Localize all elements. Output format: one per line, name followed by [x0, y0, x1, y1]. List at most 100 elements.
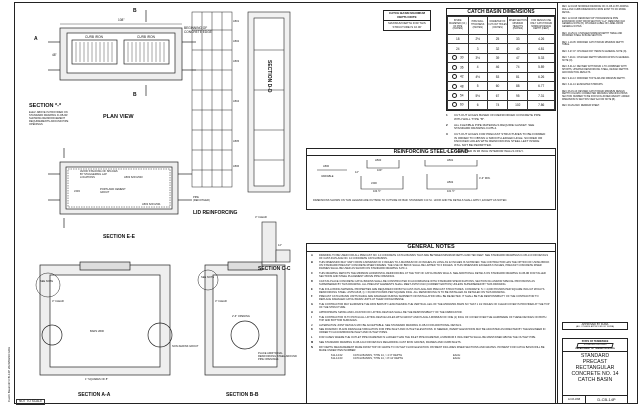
- dim-cell: 30: [447, 52, 469, 64]
- aa-label-4: 3" CLEAR: [52, 300, 64, 303]
- dim-cell: 2½: [467, 33, 488, 45]
- note-letter: N: [311, 345, 313, 349]
- dim-value: 46: [495, 65, 500, 70]
- dim-value: 25: [495, 37, 500, 42]
- bar-a500: A500: [323, 165, 330, 168]
- lid-bar-1: A501: [233, 20, 240, 23]
- dim-value: 48: [459, 83, 464, 88]
- bb-label-2: 3" CLEAR: [215, 300, 227, 303]
- general-note: K SEE ROADWAY PLANS DRAINAGE TABULATION F…: [311, 328, 551, 334]
- drawing-title-line: CONCRETE NO. 14: [571, 370, 619, 377]
- note-letter: L: [311, 336, 313, 340]
- dim-value: 74: [516, 65, 520, 70]
- bar-h500: H500: [375, 159, 382, 162]
- dim-value: 5.33: [538, 55, 545, 60]
- ee-label-6: PIPE (REF/OTHER): [193, 196, 210, 202]
- dim-cell: 4.26: [527, 33, 555, 45]
- dim-header: FOR DESIGN USE ONLY CATCH BASIN MINIMUM …: [527, 16, 555, 35]
- dim-cell: 60: [486, 80, 509, 92]
- note-text: CAST-IN-PLACE CONCRETE CATCH BASINS SHAL…: [319, 279, 535, 286]
- note-letter: K: [311, 328, 313, 332]
- drawing-title-line: STANDARD: [580, 352, 610, 359]
- revision-divider: [557, 2, 558, 404]
- grate-label-left: CURB IRON: [85, 35, 103, 39]
- dim-cell: 3: [467, 43, 488, 54]
- revision-entry: REV. 09-29-2020: REDREW SHEET.: [562, 105, 600, 108]
- plan-callout: BEGINNING OF CONCRETE EDGE: [184, 26, 212, 34]
- depth-note-box: CATCH BASIN MAXIMUM DEPTH NOTE MAXIMUM D…: [383, 10, 431, 31]
- pay-item-desc: CATCH BASINS, TYPE 14, > 4'-0" DEPTH: [353, 353, 403, 357]
- dim-header: RISER SECTION MINIMUM HEIGHTS (INCHES): [507, 16, 529, 35]
- ee-label-2: A503 S/W H503: [124, 176, 143, 179]
- dim-cell: 5½: [467, 90, 488, 101]
- ee-label-3: PORTLAND CEMENT GROUT: [100, 188, 126, 194]
- cc-label-2: 12": [278, 244, 282, 247]
- pay-item-desc: CATCH BASINS, TYPE 14, > 8'-12' DEPTH: [353, 356, 404, 360]
- agency-top: STATE OF TENNESSEE: [581, 340, 609, 343]
- dim-1: 100": [377, 169, 383, 172]
- dim-value: 6: [476, 102, 479, 107]
- dimensions-table: INSIDE DIAMETER (I.D.) OF PIPE (INCHES)P…: [447, 16, 555, 111]
- dim-value: 88: [516, 84, 520, 89]
- revision-entry: REV. 3-27-07: CHANGED PAY ITEMS IN GENER…: [562, 50, 627, 53]
- steel-legend-footer: DIMENSIONS SHOWN ON THIS LEGEND ARE OUTS…: [313, 199, 508, 202]
- note-text: SEE ROADWAY PLANS DRAINAGE TABULATION FO…: [319, 328, 546, 335]
- note-3-marker-icon: [451, 83, 457, 89]
- steel-legend-box: REINFORCING STEEL LEGEND H500 H501 L500 …: [306, 148, 556, 210]
- dim-3: 101 ½": [447, 190, 456, 193]
- agency-bottom: DEPARTMENT OF TRANSPORTATION: [563, 348, 627, 352]
- dim-value: 81: [516, 74, 520, 79]
- note-text: CUT-OUT HOLES BASED ON REINFORCED CONCRE…: [454, 113, 541, 121]
- dim-value: 4½: [475, 74, 480, 79]
- note-number: 4: [446, 149, 448, 154]
- drawing-title-line: PRECAST: [582, 358, 608, 365]
- lid-bar-2: A502: [233, 40, 240, 43]
- lid-reinforcing-title: LID REINFORCING: [193, 210, 238, 216]
- note-text: DRAWING TO BE USED FOR ALL PRECAST NO. 1…: [319, 253, 549, 260]
- plan-view-drawing: [48, 10, 196, 96]
- note-letter: I: [311, 315, 312, 319]
- note-text: CUT-OUT HOLES FOR PRECAST STRUCTURES TO …: [454, 132, 546, 148]
- lid-bar-3: A503: [233, 60, 240, 63]
- dim-6: 12": [355, 171, 359, 174]
- dim-cell: 60: [447, 99, 469, 111]
- bar-h502: H502: [447, 181, 454, 184]
- dim-cell: 6.26: [527, 71, 555, 82]
- revision-list: REV. 12-19-98: MODIFIED DRAWING NO. D-CB…: [562, 6, 630, 112]
- drawing-number: D-CB-14P: [597, 397, 616, 402]
- cut-mark-a: A: [34, 36, 38, 42]
- dim-cell: 67: [486, 90, 509, 101]
- drawing-title-line: RECTANGULAR: [575, 364, 615, 371]
- dim-value: 18: [455, 37, 460, 42]
- dim-cell: 74: [507, 62, 529, 73]
- dim-value: 3: [476, 46, 479, 51]
- section-aa-drawing: [35, 261, 173, 376]
- lid-bar-6: A506: [233, 165, 240, 168]
- note-letter: J: [311, 323, 313, 327]
- dim-value: 4.26: [538, 37, 545, 42]
- cc-label-1: 3" CLEAR: [255, 216, 267, 219]
- dim-value: 4: [476, 65, 479, 70]
- bar-l500: L500: [371, 182, 377, 185]
- dim-cell: 7.31: [527, 90, 555, 101]
- note-letter: M: [311, 341, 314, 345]
- revision-entry: REV. 9-24-13: MODIFIED TOP SLAB AND MINI…: [562, 78, 626, 81]
- dim-cell: 24: [447, 43, 469, 54]
- dim-value: 54: [459, 93, 464, 98]
- dim-cell: 48: [447, 80, 469, 92]
- ee-label-1: AVOID STACKING OF SPLICES BY STAGGERING …: [80, 170, 118, 179]
- dim-cell: 74: [486, 99, 509, 111]
- dim-cell: 53: [486, 71, 509, 82]
- dim-cell: 39: [486, 52, 509, 64]
- note-3-marker-icon: [451, 102, 457, 108]
- approval-box: APPROVED BY FHWA (ALL OTHERS APPROVED BY…: [562, 322, 628, 330]
- dim-cell: 5.33: [527, 52, 555, 64]
